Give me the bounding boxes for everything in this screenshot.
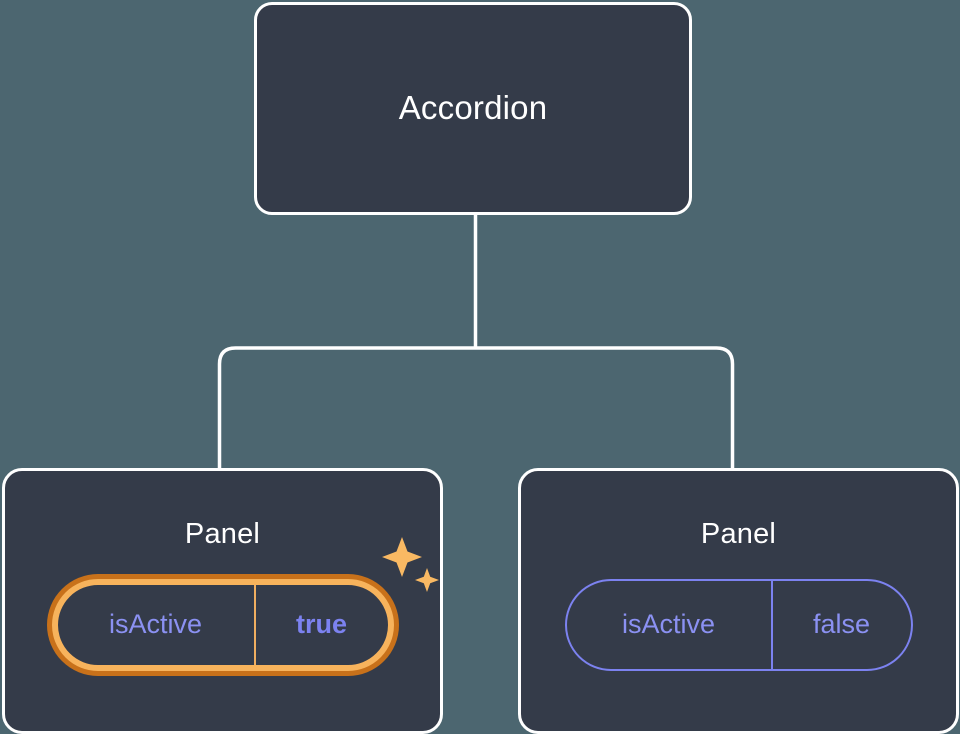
prop-key-2: isActive [621, 609, 716, 640]
sparkles-icon [381, 536, 439, 592]
node-panel-1[interactable]: Panel isActive true [2, 468, 443, 734]
node-panel-1-title: Panel [184, 518, 261, 550]
prop-pill-wrapper-2: isActive false [564, 578, 913, 671]
prop-key-1: isActive [108, 609, 203, 640]
prop-pill-isactive-false[interactable]: isActive false [564, 578, 913, 671]
node-accordion[interactable]: Accordion [254, 2, 692, 215]
prop-value-1: true [253, 584, 388, 665]
node-panel-2[interactable]: Panel isActive false [518, 468, 959, 734]
connector-branch-bus [217, 346, 735, 470]
node-accordion-title: Accordion [398, 89, 548, 127]
prop-value-2: false [770, 580, 911, 669]
prop-pill-wrapper-1: isActive true [51, 536, 439, 671]
node-panel-2-title: Panel [700, 518, 777, 550]
prop-pill-isactive-true[interactable]: isActive true [51, 578, 394, 671]
